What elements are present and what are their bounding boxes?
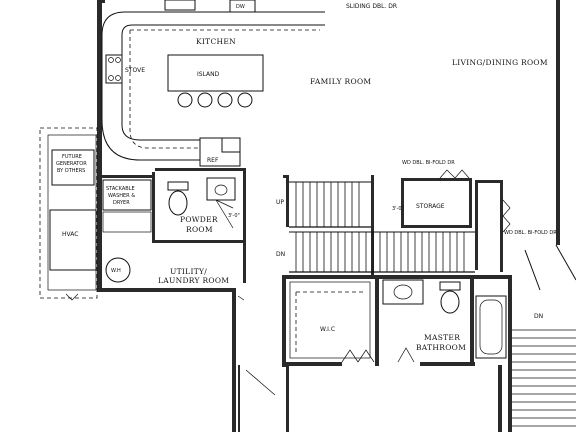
stackable-label-2: WASHER & (108, 193, 135, 199)
right-stairs (512, 329, 576, 427)
dim-storage: 3'-0" (392, 206, 404, 212)
powder-room: POWDER ROOM 3'-0" (167, 177, 240, 234)
stairs (289, 181, 475, 273)
dw-label: DW (236, 4, 245, 10)
generator-label-2: GENERATOR (56, 161, 87, 167)
bifold-label: WD DBL. BI-FOLD DR (402, 160, 455, 166)
family-room-label: FAMILY ROOM (310, 77, 371, 86)
water-heater-label: W.H (111, 268, 121, 274)
bifold-right-label: WD DBL. BI-FOLD DR (504, 230, 557, 236)
master-bathroom: MASTER BATHROOM (382, 279, 507, 363)
walk-in-closet: W.I.C (289, 281, 375, 363)
hvac-label: HVAC (62, 231, 78, 238)
storage: STORAGE WD DBL. BI-FOLD DR 3'-0" WD DBL.… (392, 160, 557, 236)
right-stairs-down-label: DN (534, 313, 543, 320)
powder-label-2: ROOM (186, 225, 213, 234)
sliding-door-label: SLIDING DBL. DR (346, 3, 397, 10)
island-label: ISLAND (197, 71, 220, 78)
storage-label: STORAGE (416, 203, 445, 210)
dim-powder: 3'-0" (228, 213, 240, 219)
ref-label: REF (207, 157, 219, 164)
generator-hvac: FUTURE GENERATOR BY OTHERS HVAC (39, 127, 98, 301)
master-bath-label-1: MASTER (424, 333, 460, 342)
powder-label-1: POWDER (180, 215, 218, 224)
walls (97, 0, 576, 432)
generator-label-1: FUTURE (62, 154, 82, 160)
utility-label-2: LAUNDRY ROOM (158, 276, 229, 285)
utility-label-1: UTILITY/ (170, 267, 207, 276)
master-bath-label-2: BATHROOM (416, 343, 466, 352)
utility-laundry: STACKABLE WASHER & DRYER W.H UTILITY/ LA… (102, 179, 229, 285)
kitchen: DW STOVE REF ISLAND KITCHEN (101, 0, 325, 167)
stove-label: STOVE (125, 67, 145, 74)
wic-label: W.I.C (320, 326, 335, 333)
generator-label-3: BY OTHERS (57, 168, 85, 174)
living-dining-label: LIVING/DINING ROOM (452, 58, 548, 67)
stairs-down-label: DN (276, 251, 285, 258)
kitchen-label: KITCHEN (196, 37, 236, 46)
stairs-up-label: UP (276, 199, 284, 206)
stackable-label-1: STACKABLE (106, 186, 135, 192)
stackable-label-3: DRYER (113, 200, 130, 206)
